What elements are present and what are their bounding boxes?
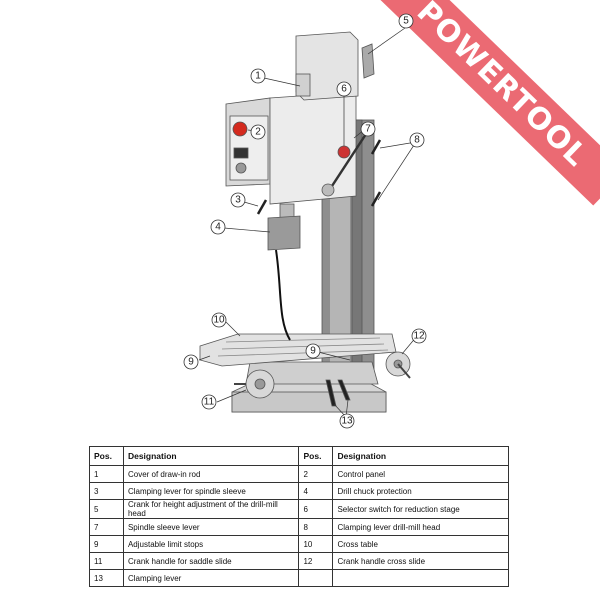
table-row: 13 Clamping lever bbox=[89, 569, 509, 587]
cell-pos: 5 bbox=[89, 499, 124, 519]
callout-9-right: 9 bbox=[305, 343, 321, 359]
callout-1: 1 bbox=[250, 68, 266, 84]
drill-mill-machine bbox=[199, 31, 411, 413]
callout-3: 3 bbox=[230, 192, 246, 208]
callout-4: 4 bbox=[210, 219, 226, 235]
emergency-stop-button bbox=[232, 121, 248, 137]
lever-knob bbox=[321, 183, 335, 197]
table-row: 7 Spindle sleeve lever 8 Clamping lever … bbox=[89, 518, 509, 536]
cell-designation: Drill chuck protection bbox=[332, 482, 509, 500]
draw-in-rod-cover bbox=[295, 73, 311, 97]
cell-designation: Cover of draw-in rod bbox=[122, 465, 300, 483]
drill-chuck-protection bbox=[267, 215, 301, 251]
cell-designation: Clamping lever drill-mill head bbox=[332, 518, 509, 536]
leader-lines bbox=[198, 27, 418, 418]
cell-pos: 13 bbox=[89, 569, 124, 587]
cell-pos: 4 bbox=[298, 482, 334, 500]
header-pos: Pos. bbox=[298, 446, 334, 466]
svg-text:4: 4 bbox=[215, 222, 221, 233]
svg-text:9: 9 bbox=[188, 357, 194, 368]
t-slot-3 bbox=[217, 349, 389, 357]
callout-12: 12 bbox=[411, 328, 427, 344]
cell-designation: Crank handle cross slide bbox=[332, 552, 509, 570]
machine-diagram: POWERTOOL 1 2 3 4 5 6 7 8 9 9 10 11 12 1… bbox=[183, 0, 600, 429]
cell-pos: 6 bbox=[298, 499, 334, 519]
table-row: 5 Crank for height adjustment of the dri… bbox=[89, 499, 509, 519]
callouts: 1 2 3 4 5 6 7 8 9 9 10 11 12 13 bbox=[183, 13, 427, 429]
cell-pos: 7 bbox=[89, 518, 124, 536]
callout-10: 10 bbox=[211, 312, 227, 328]
cell-designation: Crank handle for saddle slide bbox=[122, 552, 300, 570]
callout-7: 7 bbox=[360, 121, 376, 137]
clamping-lever-8b bbox=[370, 191, 382, 207]
callout-11: 11 bbox=[201, 394, 217, 410]
svg-text:11: 11 bbox=[204, 397, 215, 408]
parts-table: Pos. Designation Pos. Designation 1 Cove… bbox=[89, 446, 509, 587]
selector-switch bbox=[337, 145, 351, 159]
cell-pos: 3 bbox=[89, 482, 124, 500]
svg-text:2: 2 bbox=[255, 127, 261, 138]
callout-2: 2 bbox=[250, 124, 266, 140]
svg-text:7: 7 bbox=[365, 124, 371, 135]
watermark-band bbox=[377, 0, 600, 206]
cell-pos: 1 bbox=[89, 465, 124, 483]
svg-text:8: 8 bbox=[414, 135, 420, 146]
t-slot-1 bbox=[225, 337, 381, 343]
cell-designation: Spindle sleeve lever bbox=[122, 518, 300, 536]
svg-text:10: 10 bbox=[213, 315, 225, 326]
table-row: 3 Clamping lever for spindle sleeve 4 Dr… bbox=[89, 482, 509, 500]
t-slot-2 bbox=[221, 343, 385, 350]
cell-pos: 2 bbox=[298, 465, 334, 483]
cell-designation: Selector switch for reduction stage bbox=[332, 499, 509, 519]
cell-pos: 9 bbox=[89, 535, 124, 553]
watermark-text: POWERTOOL bbox=[410, 0, 594, 174]
table-row: 1 Cover of draw-in rod 2 Control panel bbox=[89, 465, 509, 483]
svg-text:5: 5 bbox=[403, 16, 409, 27]
header-pos: Pos. bbox=[89, 446, 124, 466]
cell-pos: 11 bbox=[89, 552, 124, 570]
header-designation: Designation bbox=[332, 446, 509, 466]
clamping-lever-13b bbox=[337, 379, 351, 401]
cell-designation: Cross table bbox=[332, 535, 509, 553]
clamping-lever-8a bbox=[370, 139, 382, 155]
svg-text:1: 1 bbox=[255, 71, 261, 82]
cell-designation: Crank for height adjustment of the drill… bbox=[122, 499, 300, 519]
callout-5: 5 bbox=[398, 13, 414, 29]
cell-designation: Clamping lever for spindle sleeve bbox=[122, 482, 300, 500]
svg-text:6: 6 bbox=[341, 84, 347, 95]
svg-text:9: 9 bbox=[310, 346, 316, 357]
cell-designation: Control panel bbox=[332, 465, 509, 483]
cell-pos bbox=[298, 569, 334, 587]
svg-text:12: 12 bbox=[413, 331, 425, 342]
powertool-watermark: POWERTOOL bbox=[377, 0, 600, 206]
table-row: 11 Crank handle for saddle slide 12 Cran… bbox=[89, 552, 509, 570]
callout-6: 6 bbox=[336, 81, 352, 97]
table-row: 9 Adjustable limit stops 10 Cross table bbox=[89, 535, 509, 553]
height-crank bbox=[361, 43, 375, 79]
power-cable bbox=[275, 249, 291, 341]
crank-handle-cross bbox=[385, 351, 411, 379]
svg-text:13: 13 bbox=[341, 416, 353, 427]
saddle-slide bbox=[245, 361, 379, 385]
speed-dial bbox=[235, 162, 247, 174]
callout-9-left: 9 bbox=[183, 354, 199, 370]
cell-pos: 10 bbox=[298, 535, 334, 553]
clamping-lever-3 bbox=[256, 199, 268, 215]
callout-8: 8 bbox=[409, 132, 425, 148]
cell-pos: 12 bbox=[298, 552, 334, 570]
spindle-sleeve-lever bbox=[330, 133, 368, 187]
svg-text:3: 3 bbox=[235, 195, 241, 206]
power-switch bbox=[233, 147, 249, 159]
crank-handle-saddle bbox=[234, 369, 275, 399]
header-designation: Designation bbox=[122, 446, 300, 466]
cell-designation: Adjustable limit stops bbox=[122, 535, 300, 553]
cell-designation: Clamping lever bbox=[122, 569, 300, 587]
table-header-row: Pos. Designation Pos. Designation bbox=[89, 446, 509, 466]
callout-13: 13 bbox=[339, 413, 355, 429]
cell-pos: 8 bbox=[298, 518, 334, 536]
cell-designation bbox=[332, 569, 509, 587]
